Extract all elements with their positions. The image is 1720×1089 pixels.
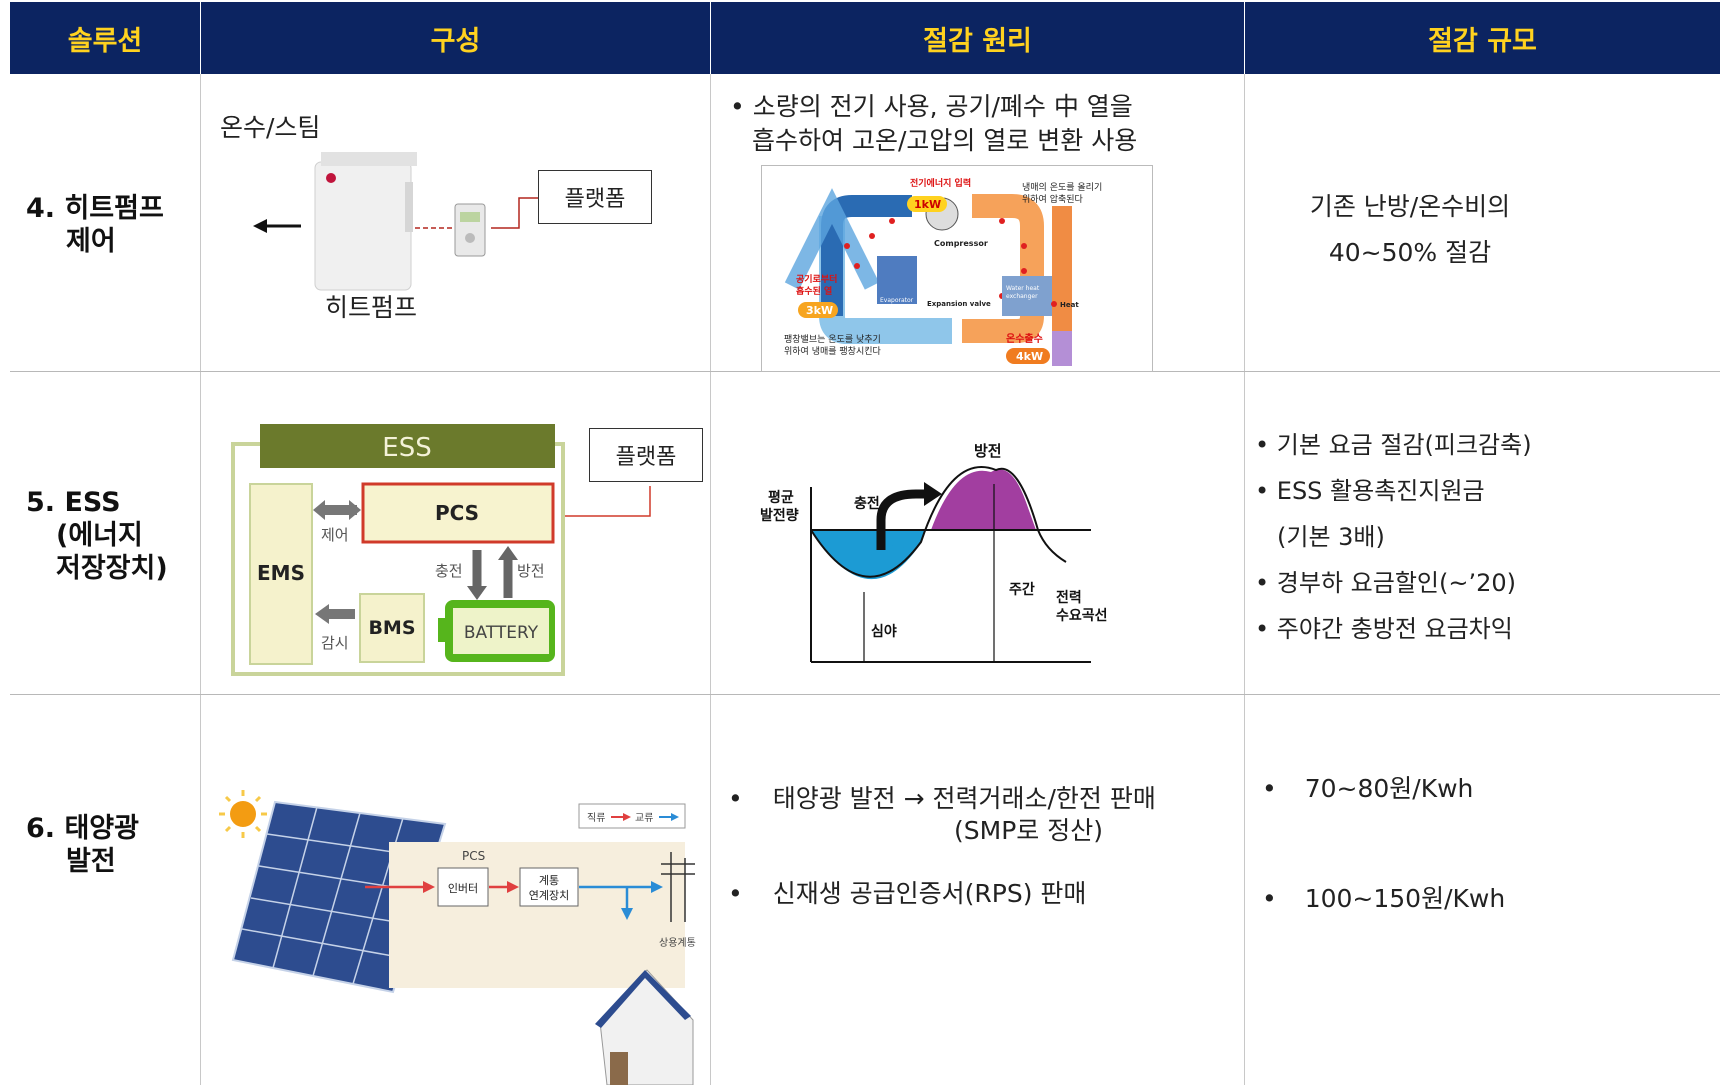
heatpump-output-label: 온수/스팀 [220, 113, 321, 142]
svg-text:4kW: 4kW [1016, 350, 1043, 363]
solar-principle-1-sub: (SMP로 정산) [954, 816, 1103, 845]
platform-box: 플랫폼 [538, 170, 652, 224]
svg-text:냉매의 온도를 올리기: 냉매의 온도를 올리기 [1022, 182, 1102, 193]
svg-text:전력: 전력 [1056, 589, 1082, 606]
svg-text:흡수된 열: 흡수된 열 [796, 285, 832, 297]
col-divider [1244, 74, 1245, 1085]
row6-solution: 6. 태양광 발전 [26, 813, 139, 877]
col-divider [710, 74, 711, 1085]
ess-scale: • 기본 요금 절감(피크감축) • ESS 활용촉진지원금 (기본 3배) •… [1255, 431, 1532, 643]
heatpump-unit-icon [314, 152, 417, 291]
house-icon [595, 969, 694, 1086]
col-divider [200, 74, 201, 1085]
svg-text:Expansion valve: Expansion valve [927, 300, 991, 308]
row4-solution: 4. 히트펌프 제어 [26, 193, 164, 257]
svg-text:BMS: BMS [368, 617, 415, 639]
svg-text:제어: 제어 [321, 526, 349, 544]
solar-scale-1: • 70~80원/Kwh [1262, 774, 1474, 803]
svg-text:교류: 교류 [635, 812, 653, 824]
svg-text:계통: 계통 [539, 874, 559, 887]
svg-text:공기로부터: 공기로부터 [796, 273, 837, 285]
svg-text:인버터: 인버터 [448, 882, 478, 895]
row5-solution: 5. ESS (에너지 저장장치) [26, 487, 168, 584]
svg-text:PCS: PCS [435, 501, 479, 525]
solar-principle-1: • 태양광 발전 → 전력거래소/한전 판매 [728, 784, 1156, 813]
svg-text:1kW: 1kW [914, 198, 941, 211]
svg-text:충전: 충전 [854, 495, 880, 512]
svg-text:위하여 냉매를 팽창시킨다: 위하여 냉매를 팽창시킨다 [784, 345, 882, 357]
heatpump-label: 히트펌프 [325, 293, 418, 322]
svg-text:발전량: 발전량 [760, 507, 799, 524]
svg-text:Water heat: Water heat [1006, 285, 1040, 292]
header-scale: 절감 규모 [1245, 2, 1720, 74]
svg-text:방전: 방전 [974, 442, 1002, 460]
svg-text:PCS: PCS [462, 849, 485, 863]
svg-text:충전: 충전 [435, 562, 463, 580]
platform-box: 플랫폼 [589, 428, 703, 482]
svg-text:3kW: 3kW [806, 304, 833, 317]
solution-table: 솔루션 구성 절감 원리 절감 규모 4. 히트펌프 제어 온수/스팀 플랫폼 … [10, 2, 1720, 1086]
sun-icon [219, 790, 267, 838]
svg-text:ESS: ESS [382, 433, 431, 463]
header-principle: 절감 원리 [711, 2, 1244, 74]
svg-text:BATTERY: BATTERY [464, 623, 539, 643]
heatpump-cycle-diagram: 전기에너지 입력 1kW 냉매의 온도를 올리기 위하여 압축된다 Compre… [761, 165, 1153, 372]
svg-text:Compressor: Compressor [934, 239, 988, 248]
ess-load-curve-chart: 방전 평균 발전량 충전 주간 전력 수요곡선 심야 [756, 432, 1136, 672]
header-config: 구성 [201, 2, 710, 74]
svg-text:방전: 방전 [517, 562, 545, 580]
utility-pole-icon [661, 852, 695, 922]
row-divider [10, 694, 1720, 695]
svg-text:감시: 감시 [321, 634, 349, 652]
svg-text:평균: 평균 [768, 489, 794, 506]
svg-text:exchanger: exchanger [1006, 293, 1038, 300]
svg-text:상용계통: 상용계통 [659, 937, 696, 949]
ess-block-diagram: ESS EMS PCS 제어 충전 방전 BMS 감시 BATTERY [225, 422, 565, 680]
svg-text:Heat: Heat [1060, 301, 1079, 309]
solar-system-diagram: PCS 인버터 계통 연계장치 직류 교류 상용계통 [215, 772, 705, 1086]
pcs-platform-connector [565, 486, 651, 517]
svg-text:직류: 직류 [587, 812, 605, 824]
solar-principle-2: • 신재생 공급인증서(RPS) 판매 [728, 879, 1087, 908]
svg-text:위하여 압축된다: 위하여 압축된다 [1022, 193, 1084, 205]
svg-text:팽창밸브는 온도를 낮추기: 팽창밸브는 온도를 낮추기 [784, 334, 881, 345]
heatpump-scale: 기존 난방/온수비의 40~50% 절감 [1309, 192, 1511, 267]
svg-text:Evaporator: Evaporator [880, 297, 914, 304]
svg-text:전기에너지 입력: 전기에너지 입력 [910, 177, 971, 189]
svg-text:수요곡선: 수요곡선 [1056, 608, 1108, 624]
svg-text:주간: 주간 [1009, 581, 1035, 598]
heatpump-principle-text: • 소량의 전기 사용, 공기/폐수 中 열을 흡수하여 고온/고압의 열로 변… [730, 92, 1138, 155]
svg-text:온수출수: 온수출수 [1006, 332, 1043, 345]
heatpump-illustration [253, 152, 543, 291]
controller-icon [454, 203, 486, 257]
solar-scale-2: • 100~150원/Kwh [1262, 884, 1506, 913]
header-solution: 솔루션 [10, 2, 200, 74]
svg-text:EMS: EMS [257, 561, 305, 585]
svg-text:심야: 심야 [871, 623, 897, 640]
svg-text:연계장치: 연계장치 [529, 889, 569, 902]
